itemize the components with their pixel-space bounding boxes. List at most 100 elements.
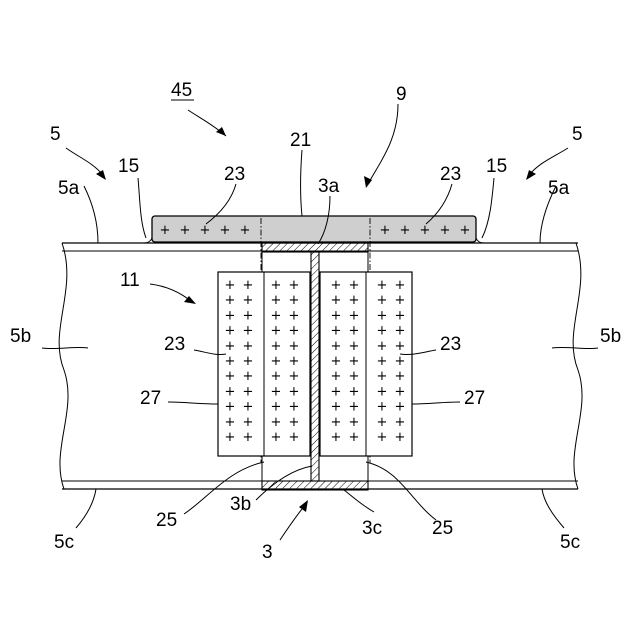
fastener-plus: + — [271, 308, 282, 323]
fastener-plus: + — [289, 308, 300, 323]
label-21: 21 — [290, 130, 311, 151]
fastener-plus: + — [395, 293, 406, 308]
fastener-plus: + — [377, 293, 388, 308]
fastener-plus: + — [243, 400, 254, 415]
fastener-plus: + — [349, 384, 360, 399]
fastener-plus: + — [243, 308, 254, 323]
fastener-plus: + — [377, 384, 388, 399]
fastener-plus: + — [395, 430, 406, 445]
fastener-plus: + — [271, 415, 282, 430]
fastener-plus: + — [400, 223, 411, 238]
fastener-plus: + — [349, 430, 360, 445]
label-5a-right: 5a — [548, 178, 570, 199]
fastener-plus: + — [225, 369, 236, 384]
fastener-plus: + — [395, 400, 406, 415]
fastener-plus: + — [395, 384, 406, 399]
label-27-right: 27 — [464, 388, 485, 409]
fastener-plus: + — [200, 223, 211, 238]
break-line-left — [59, 243, 68, 489]
fastener-plus: + — [220, 223, 231, 238]
fastener-plus: + — [331, 324, 342, 339]
label-5c-right: 5c — [560, 532, 580, 553]
fastener-plus: + — [225, 278, 236, 293]
label-9: 9 — [396, 84, 407, 105]
fastener-plus: + — [377, 339, 388, 354]
fastener-plus: + — [271, 339, 282, 354]
label-5b-left: 5b — [10, 326, 31, 347]
break-line-right — [573, 243, 582, 489]
label-3c: 3c — [362, 518, 382, 539]
fastener-plus: + — [289, 293, 300, 308]
fastener-plus: + — [395, 354, 406, 369]
fastener-plus: + — [271, 324, 282, 339]
fastener-plus: + — [331, 278, 342, 293]
label-15-right: 15 — [486, 156, 507, 177]
fastener-plus: + — [331, 400, 342, 415]
fastener-plus: + — [271, 278, 282, 293]
fastener-plus: + — [289, 278, 300, 293]
fastener-plus: + — [243, 430, 254, 445]
label-23-mid-right: 23 — [440, 334, 461, 355]
fastener-plus: + — [377, 278, 388, 293]
flange-3c — [262, 481, 368, 490]
fastener-plus: + — [349, 308, 360, 323]
fastener-plus: + — [395, 369, 406, 384]
fastener-plus: + — [225, 415, 236, 430]
label-25-right: 25 — [432, 518, 453, 539]
fastener-plus: + — [243, 369, 254, 384]
fastener-plus: + — [271, 400, 282, 415]
fastener-plus: + — [243, 384, 254, 399]
top-plate-21 — [144, 216, 484, 243]
fastener-plus: + — [243, 415, 254, 430]
fastener-plus: + — [240, 223, 251, 238]
fastener-plus: + — [377, 400, 388, 415]
fastener-plus: + — [377, 415, 388, 430]
fastener-plus: + — [395, 415, 406, 430]
fastener-plus: + — [225, 354, 236, 369]
fastener-plus: + — [380, 223, 391, 238]
fastener-plus: + — [349, 339, 360, 354]
label-5-right: 5 — [572, 124, 583, 145]
fastener-plus: + — [225, 308, 236, 323]
fastener-plus: + — [271, 384, 282, 399]
fastener-plus: + — [289, 430, 300, 445]
fastener-plus: + — [395, 339, 406, 354]
fastener-plus: + — [225, 324, 236, 339]
fastener-plus: + — [160, 223, 171, 238]
fastener-plus: + — [331, 384, 342, 399]
label-23-mid-left: 23 — [164, 334, 185, 355]
label-25-left: 25 — [156, 510, 177, 531]
fastener-plus: + — [243, 339, 254, 354]
fastener-plus: + — [331, 415, 342, 430]
fastener-plus: + — [395, 278, 406, 293]
fastener-plus: + — [440, 223, 451, 238]
flange-3a — [262, 243, 368, 252]
fastener-plus: + — [271, 369, 282, 384]
label-3b: 3b — [230, 494, 251, 515]
label-5-left: 5 — [50, 124, 61, 145]
fastener-plus: + — [420, 223, 431, 238]
label-23-top-right: 23 — [440, 164, 461, 185]
fastener-plus: + — [331, 308, 342, 323]
fastener-plus: + — [331, 293, 342, 308]
fastener-plus: + — [395, 308, 406, 323]
fastener-plus: + — [349, 354, 360, 369]
fastener-plus: + — [225, 400, 236, 415]
fastener-plus: + — [331, 354, 342, 369]
fastener-plus: + — [349, 293, 360, 308]
fastener-plus: + — [331, 430, 342, 445]
fastener-plus: + — [289, 415, 300, 430]
fastener-plus: + — [225, 430, 236, 445]
fastener-plus: + — [331, 369, 342, 384]
fastener-plus: + — [243, 293, 254, 308]
fastener-plus: + — [289, 400, 300, 415]
fastener-plus: + — [331, 339, 342, 354]
fastener-plus: + — [395, 324, 406, 339]
fastener-plus: + — [289, 354, 300, 369]
fastener-plus: + — [349, 278, 360, 293]
fastener-plus: + — [377, 354, 388, 369]
fastener-plus: + — [271, 354, 282, 369]
fastener-plus: + — [225, 293, 236, 308]
label-11: 11 — [120, 270, 140, 291]
